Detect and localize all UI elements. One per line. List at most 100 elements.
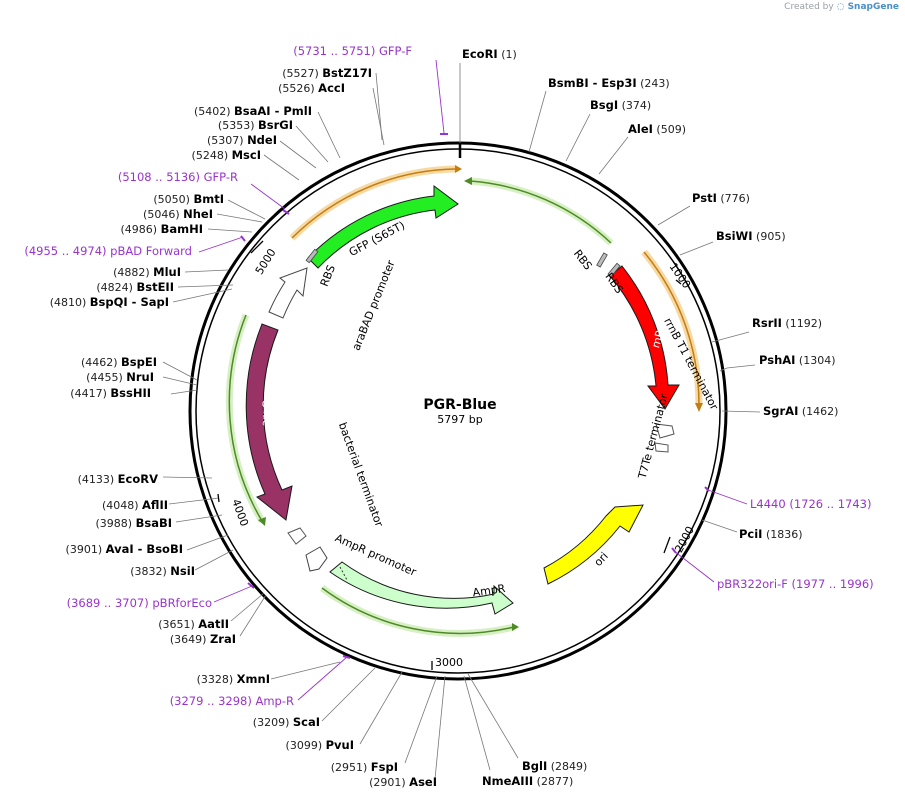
- site-position: (3988): [96, 517, 136, 530]
- site-label[interactable]: (5307) NdeI: [207, 133, 277, 147]
- site-label[interactable]: AleI (509): [628, 122, 686, 136]
- ampr-feature[interactable]: [329, 561, 514, 615]
- primer-label[interactable]: pBR322ori-F (1977 .. 1996): [717, 577, 874, 591]
- site-label[interactable]: BsiWI (905): [716, 229, 786, 243]
- site-name: BmtI: [193, 192, 224, 206]
- leader-bsteii: [177, 284, 234, 288]
- site-name: NdeI: [247, 133, 277, 147]
- site-name: NruI: [126, 370, 154, 384]
- site-position: (4824): [96, 281, 136, 294]
- leader-pcii: [701, 519, 738, 533]
- site-name: BstEII: [136, 280, 174, 294]
- site-label[interactable]: (3988) BsaBI: [96, 516, 173, 530]
- site-name: FspI: [371, 760, 398, 774]
- primer-name: pBAD Forward: [110, 244, 192, 258]
- site-position: (5527): [282, 67, 322, 80]
- site-label[interactable]: (5527) BstZ17I: [282, 66, 372, 80]
- arabad-promoter-feature[interactable]: [268, 267, 308, 319]
- site-position: (3649): [170, 633, 210, 646]
- site-position: (5526): [278, 82, 318, 95]
- arac-feature[interactable]: [245, 323, 293, 521]
- site-name: BglI: [522, 759, 547, 773]
- site-label[interactable]: (4133) EcoRV: [78, 472, 159, 486]
- site-label[interactable]: BsgI (374): [590, 98, 651, 112]
- leader-scai: [321, 667, 376, 722]
- site-label[interactable]: (5353) BsrGI: [218, 118, 293, 132]
- primer-range: (1726 .. 1743): [786, 497, 872, 511]
- site-label[interactable]: (4462) BspEI: [81, 355, 157, 369]
- site-label[interactable]: (4048) AflII: [102, 498, 168, 512]
- site-label[interactable]: EcoRI (1): [462, 47, 517, 61]
- site-label[interactable]: BglI (2849): [522, 759, 587, 773]
- site-position: (3328): [197, 673, 237, 686]
- site-label[interactable]: (3209) ScaI: [253, 715, 320, 729]
- site-label[interactable]: (3328) XmnI: [197, 672, 270, 686]
- site-label[interactable]: PstI (776): [692, 191, 750, 205]
- site-position: (2951): [331, 761, 371, 774]
- mrfp1-feature[interactable]: [609, 265, 680, 410]
- site-position: (4455): [86, 371, 126, 384]
- site-label[interactable]: BsmBI - Esp3I (243): [548, 76, 670, 90]
- primer-name: pBRforEco: [152, 596, 212, 610]
- primer-label[interactable]: L4440 (1726 .. 1743): [750, 497, 871, 511]
- site-label[interactable]: (5050) BmtI: [153, 192, 224, 206]
- site-label[interactable]: (3901) AvaI - BsoBI: [66, 542, 183, 556]
- leader-gfp-f: [435, 59, 445, 134]
- primer-name: pBR322ori-F: [717, 577, 788, 591]
- site-position: (5050): [153, 193, 193, 206]
- site-label[interactable]: (4882) MluI: [113, 265, 181, 279]
- primer-label[interactable]: (5731 .. 5751) GFP-F: [293, 44, 412, 58]
- ampr-label: AmpR: [472, 582, 507, 599]
- site-position: (4986): [121, 223, 161, 236]
- site-position: (2901): [369, 776, 409, 789]
- site-label[interactable]: (3832) NsiI: [130, 564, 195, 578]
- plasmid-length: 5797 bp: [437, 413, 482, 426]
- leader-aflii: [168, 497, 220, 505]
- leader-bsmbi: [528, 90, 547, 153]
- site-name: NmeAIII: [482, 774, 533, 788]
- site-position: (905): [753, 230, 786, 243]
- site-label[interactable]: (5402) BsaAI - PmlI: [194, 104, 312, 118]
- site-label[interactable]: (4824) BstEII: [96, 280, 174, 294]
- site-label[interactable]: (4810) BspQI - SapI: [50, 295, 169, 309]
- primer-label[interactable]: (4955 .. 4974) pBAD Forward: [24, 244, 192, 258]
- site-label[interactable]: (5248) MscI: [192, 148, 261, 162]
- site-name: AseI: [409, 775, 437, 789]
- leader-bspei: [162, 361, 198, 381]
- leader-ecorv: [162, 476, 213, 479]
- ampr-promoter-feature[interactable]: [305, 546, 328, 572]
- leader-bsshii: [170, 389, 198, 395]
- site-position: (3099): [286, 739, 326, 752]
- primer-label[interactable]: (3279 .. 3298) Amp-R: [170, 694, 294, 708]
- leader-bsrgi: [295, 125, 329, 163]
- site-label[interactable]: (4417) BssHII: [70, 386, 151, 400]
- site-label[interactable]: (2951) FspI: [331, 760, 398, 774]
- primer-label[interactable]: (3689 .. 3707) pBRforEco: [67, 596, 212, 610]
- site-label[interactable]: PciI (1836): [739, 527, 803, 541]
- site-label[interactable]: (2901) AseI: [369, 775, 437, 789]
- site-label[interactable]: NmeAIII (2877): [482, 774, 573, 788]
- tick-1000: [675, 279, 682, 285]
- snapgene-credit: Created by ◌ SnapGene: [784, 2, 899, 12]
- site-label[interactable]: PshAI (1304): [759, 353, 836, 367]
- site-label[interactable]: RsrII (1192): [752, 316, 822, 330]
- site-name: ScaI: [293, 715, 320, 729]
- leader-nhei: [216, 213, 263, 223]
- site-label[interactable]: (5526) AccI: [278, 81, 345, 95]
- ori-feature[interactable]: [543, 504, 644, 585]
- site-label[interactable]: (3099) PvuI: [286, 738, 354, 752]
- site-label[interactable]: (3651) AatII: [158, 617, 229, 631]
- site-name: PstI: [692, 191, 717, 205]
- gfp-feature[interactable]: [307, 185, 459, 269]
- site-label[interactable]: (5046) NheI: [143, 207, 213, 221]
- site-name: XmnI: [237, 672, 270, 686]
- site-label[interactable]: (4986) BamHI: [121, 222, 204, 236]
- primer-label[interactable]: (5108 .. 5136) GFP-R: [118, 170, 238, 184]
- site-label[interactable]: (3649) ZraI: [170, 632, 236, 646]
- ampr-dotted-mark: [339, 566, 348, 581]
- leader-bmti: [227, 199, 266, 220]
- site-label[interactable]: SgrAI (1462): [763, 404, 838, 418]
- site-label[interactable]: (4455) NruI: [86, 370, 154, 384]
- site-position: (1304): [795, 354, 835, 367]
- site-labels: EcoRI (1) BsmBI - Esp3I (243) BsgI (374) Al…: [50, 47, 839, 789]
